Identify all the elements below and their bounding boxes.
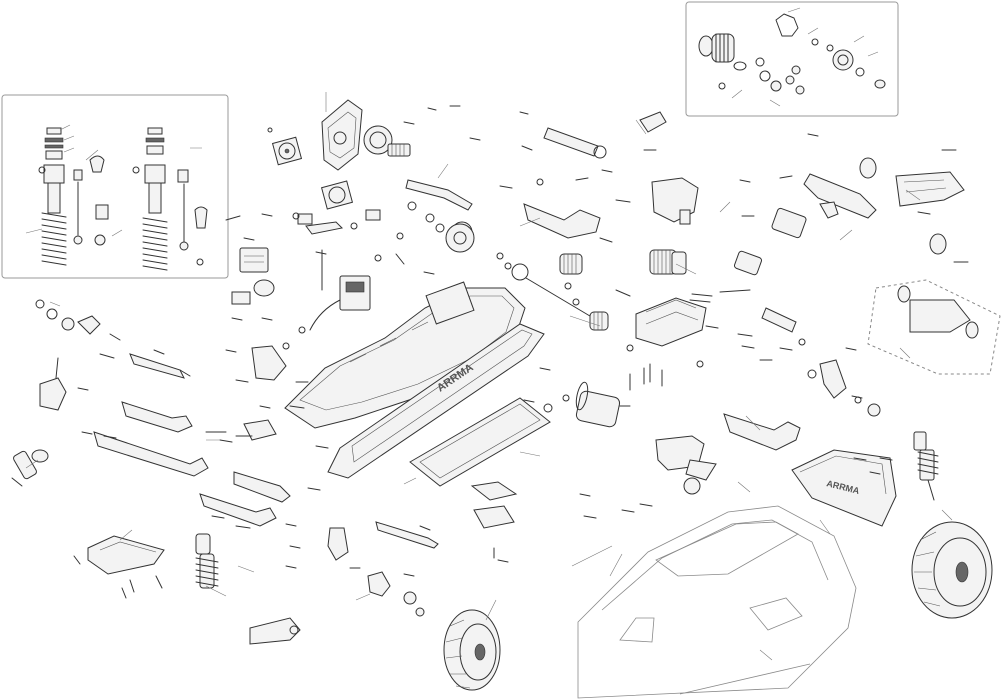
steering-parts xyxy=(297,209,381,291)
rear-arm-upper xyxy=(523,203,601,239)
rear-motor-parts xyxy=(733,207,881,417)
front-shock-lower xyxy=(195,533,219,589)
rear-shock-right xyxy=(913,431,939,501)
motor-can xyxy=(575,381,631,428)
wing-mount xyxy=(655,435,717,495)
rear-driveshaft xyxy=(543,111,667,159)
main-chassis xyxy=(284,281,526,429)
diff-case xyxy=(698,13,886,95)
wing: ARRMA xyxy=(791,449,897,527)
front-shock-left xyxy=(11,449,49,487)
differential-detail-inset xyxy=(685,1,899,117)
chassis-front-parts xyxy=(243,345,518,549)
center-drivetrain xyxy=(445,223,687,331)
hardware-screws xyxy=(55,105,969,599)
gear-cover xyxy=(321,99,363,171)
spur-gear-slipper xyxy=(363,125,411,157)
rear-bumper xyxy=(803,171,965,219)
shock-right xyxy=(132,127,208,271)
front-bumper-skid xyxy=(87,535,165,575)
esc-unit xyxy=(309,275,371,331)
leader-lines xyxy=(25,92,953,661)
rear-hub-carrier xyxy=(651,177,699,225)
front-wheel-tire xyxy=(443,609,501,691)
body-shell xyxy=(577,505,857,699)
gearbox-housing xyxy=(635,297,707,347)
hardware-dots xyxy=(267,127,862,413)
rear-arm-lower xyxy=(723,413,801,451)
wheel-hexes-right xyxy=(859,157,979,339)
shock-inset-frame xyxy=(1,94,229,279)
front-suspension-left xyxy=(35,299,291,527)
cooling-fan xyxy=(271,136,303,166)
receiver-box xyxy=(231,247,275,305)
rear-bumper-assembled xyxy=(867,279,1001,375)
front-hub-parts xyxy=(249,527,425,645)
rear-wheel-tire xyxy=(911,521,993,619)
cooling-fan-2 xyxy=(320,180,354,210)
diff-inset-frame xyxy=(685,1,899,117)
shock-left xyxy=(38,127,109,266)
battery-tray xyxy=(409,397,551,487)
shock-detail-inset xyxy=(1,94,229,279)
